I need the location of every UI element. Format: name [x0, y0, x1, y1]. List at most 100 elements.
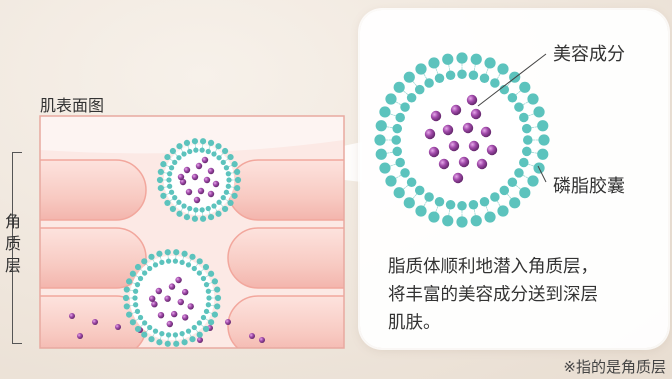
phospholipid-head [159, 259, 165, 266]
phospholipid-head [470, 53, 482, 65]
ingredient-particle [442, 124, 454, 136]
ingredient-particle [438, 158, 450, 170]
phospholipid-head [234, 185, 241, 192]
phospholipid-head [507, 177, 518, 188]
footnote: ※指的是角质层 [563, 359, 666, 376]
phospholipid-head [181, 339, 188, 346]
phospholipid-head [468, 70, 479, 80]
phospholipid-head [191, 265, 197, 272]
skin-cell [227, 159, 344, 221]
phospholipid-head [173, 249, 180, 256]
phospholipid-head [164, 249, 171, 256]
ingredient-particle [171, 310, 178, 318]
phospholipid-head [519, 157, 529, 168]
phospholipid-head [123, 303, 130, 310]
ingredient-particle [486, 144, 498, 156]
phospholipid-head [167, 171, 173, 177]
skin-cell [227, 295, 344, 348]
phospholipid-head [148, 336, 155, 343]
phospholipid-head [215, 143, 222, 150]
ingredient-particle [185, 188, 193, 196]
phospholipid-head [385, 175, 397, 187]
ingredient-particle [187, 303, 194, 310]
phospholipid-head [509, 197, 521, 209]
phospholipid-head [205, 288, 212, 294]
phospholipid-head [129, 319, 136, 326]
phospholipid-head [208, 270, 215, 277]
phospholipid-head [132, 295, 138, 301]
phospholipid-head [457, 201, 467, 211]
ingredient-particle [191, 173, 199, 181]
phospholipid-head [519, 81, 531, 93]
ingredient-particle [179, 178, 187, 186]
phospholipid-head [225, 171, 231, 177]
phospholipid-head [205, 302, 212, 308]
phospholipid-head [434, 197, 445, 207]
phospholipid-head [172, 258, 179, 264]
phospholipid-head [442, 215, 454, 227]
phospholipid-head [215, 210, 222, 217]
phospholipid-head [157, 185, 164, 192]
ingredient-particle [203, 176, 211, 184]
phospholipid-head [414, 185, 425, 196]
phospholipid-head [223, 165, 230, 171]
beauty-ingredient-label: 美容成分 [553, 44, 625, 64]
phospholipid-head [456, 216, 468, 228]
ingredient-particle [149, 295, 156, 302]
phospholipid-head [395, 112, 405, 123]
phospholipid-head [152, 262, 159, 268]
phospholipid-head [137, 314, 144, 321]
ingredient-particle [77, 333, 83, 339]
phospholipid-head [191, 138, 199, 145]
phospholipid-head [214, 294, 222, 302]
phospholipid-head [134, 263, 142, 271]
ingredient-particle [197, 187, 205, 195]
phospholipid-head [166, 177, 172, 183]
phospholipid-head [181, 250, 188, 257]
phospholipid-head [185, 328, 192, 334]
ingredient-particle [450, 104, 462, 116]
phospholipid-head [507, 92, 518, 103]
phospholipid-head [172, 332, 179, 338]
phospholipid-head [129, 270, 136, 277]
ingredient-particle [69, 313, 75, 319]
phospholipid-head [375, 120, 387, 132]
phospholipid-head [160, 192, 167, 199]
ingredient-particle [151, 301, 158, 308]
phospholipid-head [168, 189, 175, 195]
phospholipid-head [157, 168, 164, 175]
phospholipid-head [199, 215, 207, 222]
phospholipid-head [196, 331, 203, 338]
phospholipid-head [499, 185, 510, 196]
phospholipid-head [220, 195, 226, 201]
phospholipid-head [537, 148, 549, 160]
phospholipid-head [122, 294, 130, 302]
phospholipid-head [165, 258, 172, 264]
ingredient-particle [452, 172, 464, 184]
ingredient-particle [175, 276, 182, 284]
phospholipid-head [533, 106, 545, 118]
phospholipid-head [428, 57, 440, 69]
phospholipid-head [164, 340, 171, 347]
phospholipid-head [537, 120, 549, 132]
phospholipid-head [172, 195, 178, 201]
phospholipid-head [231, 161, 238, 168]
phospholipid-head [137, 275, 144, 282]
liposome [122, 249, 222, 347]
phospholipid-head [406, 92, 417, 103]
phospholipid-head [227, 153, 234, 161]
phospholipid-head [522, 146, 532, 157]
phospholipid-head [470, 215, 482, 227]
stratum-corneum-label: 角质层 [4, 214, 21, 275]
ingredient-particle [448, 140, 460, 152]
phospholipid-head [211, 278, 218, 285]
phospholipid-head [490, 78, 500, 88]
ingredient-particle [177, 173, 185, 181]
phospholipid-head [156, 339, 163, 346]
ingredient-particle [207, 190, 215, 198]
phospholipid-head [497, 63, 509, 75]
phospholipid-head [374, 134, 386, 146]
phospholipid-head [165, 332, 172, 338]
phospholipid-head [226, 177, 232, 183]
ingredient-particle [212, 180, 220, 188]
